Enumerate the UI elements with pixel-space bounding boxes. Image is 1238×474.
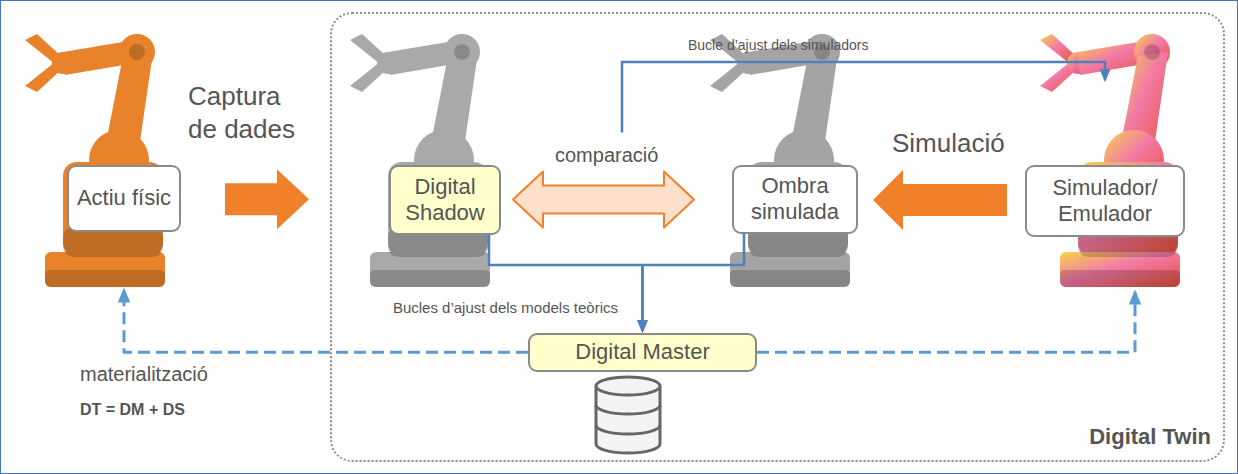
- feedback-connector: [643, 234, 745, 331]
- edge-label: comparació: [555, 143, 658, 167]
- block-arrow: [873, 170, 1007, 230]
- simulator-box: Simulador/ Emulador: [1025, 165, 1185, 237]
- asset-box: Actiu físic: [67, 165, 181, 232]
- block-arrow: [513, 172, 694, 228]
- block-arrow: [225, 169, 309, 229]
- digital-twin-region: Digital Twin Digital Shadow Ombra simulada…: [330, 12, 1225, 462]
- shadow-robot: [350, 34, 490, 287]
- database-icon: [596, 377, 660, 453]
- edge-label: Captura de dades: [188, 80, 310, 145]
- node-label: Digital Master: [575, 339, 709, 365]
- simulated-shadow-box: Ombra simulada: [732, 165, 858, 234]
- physical-robot: [25, 34, 165, 287]
- edge-label: materialització: [80, 362, 208, 386]
- region-label: Digital Twin: [1089, 424, 1211, 450]
- master-box: Digital Master: [528, 333, 757, 372]
- edge-label: Bucle d’ajust dels simuladors: [688, 37, 869, 54]
- dashed-connector: [757, 292, 1135, 352]
- edge-label: Bucles d’ajust dels models teòrics: [393, 299, 618, 317]
- formula-note: DT = DM + DS: [80, 400, 185, 419]
- node-label: Actiu físic: [77, 185, 171, 211]
- shadow-box: Digital Shadow: [389, 165, 501, 235]
- feedback-connector: [489, 235, 643, 331]
- edge-label: Simulació: [892, 128, 1005, 159]
- simulated-robot: [710, 34, 850, 287]
- node-label: Ombra simulada: [740, 173, 850, 226]
- node-label: Simulador/ Emulador: [1033, 175, 1177, 228]
- feedback-connector: [622, 62, 1105, 133]
- node-label: Digital Shadow: [397, 174, 493, 227]
- simulator-robot: [1040, 34, 1180, 287]
